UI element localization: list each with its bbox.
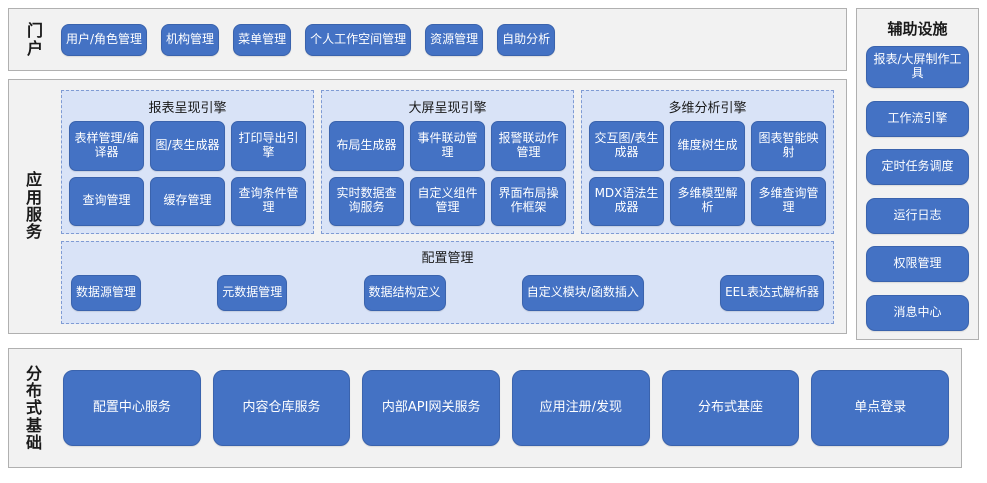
engine-item-interactive-chart-table-generator[interactable]: 交互图/表生成器 — [589, 121, 664, 171]
engine-item-alarm-linkage-action-management[interactable]: 报警联动作管理 — [491, 121, 566, 171]
engine-item-print-export-engine[interactable]: 打印导出引擎 — [231, 121, 306, 171]
distributed-foundation-section-label: 分布式基础 — [9, 363, 59, 452]
application-services-body: 报表呈现引擎 表样管理/编译器 图/表生成器 打印导出引擎 查询管理 缓存管理 … — [59, 86, 838, 326]
aux-item-runtime-log[interactable]: 运行日志 — [866, 197, 969, 234]
dist-item-single-sign-on[interactable]: 单点登录 — [811, 370, 950, 446]
auxiliary-facilities-section: 辅助设施 报表/大屏制作工具 工作流引擎 定时任务调度 运行日志 权限管理 消息… — [856, 8, 979, 340]
distributed-foundation-section: 分布式基础 配置中心服务 内容仓库服务 内部API网关服务 应用注册/发现 分布… — [8, 348, 962, 468]
engine-item-chart-smart-mapping[interactable]: 图表智能映射 — [751, 121, 826, 171]
distributed-foundation-item-list: 配置中心服务 内容仓库服务 内部API网关服务 应用注册/发现 分布式基座 单点… — [59, 370, 961, 446]
engine-panel-multidimensional-analysis-items: 交互图/表生成器 维度树生成 图表智能映射 MDX语法生成器 多维模型解析 多维… — [589, 121, 826, 226]
engine-panel-row: 报表呈现引擎 表样管理/编译器 图/表生成器 打印导出引擎 查询管理 缓存管理 … — [61, 90, 834, 234]
auxiliary-facilities-item-list: 报表/大屏制作工具 工作流引擎 定时任务调度 运行日志 权限管理 消息中心 — [866, 46, 969, 331]
portal-item-self-service-analysis[interactable]: 自助分析 — [497, 23, 556, 56]
aux-item-scheduled-task-scheduler[interactable]: 定时任务调度 — [866, 149, 969, 186]
engine-item-mdx-syntax-generator[interactable]: MDX语法生成器 — [589, 176, 664, 226]
engine-item-multidimensional-query-management[interactable]: 多维查询管理 — [751, 176, 826, 226]
config-item-datasource-management[interactable]: 数据源管理 — [71, 275, 142, 311]
config-item-custom-module-function-insertion[interactable]: 自定义模块/函数插入 — [521, 275, 644, 311]
config-item-eel-expression-parser[interactable]: EEL表达式解析器 — [720, 275, 824, 311]
dist-item-distributed-base[interactable]: 分布式基座 — [661, 370, 800, 446]
dist-item-config-center-service[interactable]: 配置中心服务 — [63, 370, 201, 446]
configuration-management-panel: 配置管理 数据源管理 元数据管理 数据结构定义 自定义模块/函数插入 EEL表达… — [61, 241, 834, 324]
engine-item-layout-generator[interactable]: 布局生成器 — [329, 121, 404, 171]
engine-item-ui-layout-operation-framework[interactable]: 界面布局操作框架 — [491, 176, 566, 226]
portal-item-menu-management[interactable]: 菜单管理 — [233, 23, 292, 56]
application-services-section: 应用服务 报表呈现引擎 表样管理/编译器 图/表生成器 打印导出引擎 查询管理 … — [8, 79, 847, 334]
portal-item-org-management[interactable]: 机构管理 — [161, 23, 220, 56]
engine-item-template-management-compiler[interactable]: 表样管理/编译器 — [69, 121, 144, 171]
portal-item-user-role-management[interactable]: 用户/角色管理 — [61, 23, 148, 56]
portal-section-label-text: 门户 — [26, 21, 43, 58]
aux-item-permission-management[interactable]: 权限管理 — [866, 246, 969, 283]
dist-item-internal-api-gateway-service[interactable]: 内部API网关服务 — [362, 370, 501, 446]
auxiliary-facilities-title: 辅助设施 — [887, 20, 948, 38]
engine-panel-multidimensional-analysis-title: 多维分析引擎 — [668, 101, 747, 116]
portal-section-label: 门户 — [9, 22, 61, 57]
distributed-foundation-section-label-text: 分布式基础 — [25, 363, 42, 452]
dist-item-content-repository-service[interactable]: 内容仓库服务 — [212, 370, 351, 446]
portal-section: 门户 用户/角色管理 机构管理 菜单管理 个人工作空间管理 资源管理 自助分析 — [8, 8, 847, 71]
configuration-management-title: 配置管理 — [421, 251, 474, 266]
config-item-metadata-management[interactable]: 元数据管理 — [217, 275, 288, 311]
engine-panel-report-rendering-title: 报表呈现引擎 — [148, 101, 227, 116]
application-services-section-label: 应用服务 — [9, 86, 59, 326]
engine-panel-large-screen-rendering-title: 大屏呈现引擎 — [408, 101, 487, 116]
portal-item-personal-workspace-management[interactable]: 个人工作空间管理 — [305, 23, 412, 56]
portal-item-list: 用户/角色管理 机构管理 菜单管理 个人工作空间管理 资源管理 自助分析 — [61, 23, 846, 56]
engine-item-custom-component-management[interactable]: 自定义组件管理 — [410, 176, 485, 226]
configuration-management-items: 数据源管理 元数据管理 数据结构定义 自定义模块/函数插入 EEL表达式解析器 — [71, 271, 824, 315]
engine-panel-report-rendering: 报表呈现引擎 表样管理/编译器 图/表生成器 打印导出引擎 查询管理 缓存管理 … — [61, 90, 314, 234]
engine-item-realtime-data-query-service[interactable]: 实时数据查询服务 — [329, 176, 404, 226]
engine-item-query-management[interactable]: 查询管理 — [69, 176, 144, 226]
engine-item-dimension-tree-generation[interactable]: 维度树生成 — [670, 121, 745, 171]
config-item-data-structure-definition[interactable]: 数据结构定义 — [363, 275, 446, 311]
aux-item-workflow-engine[interactable]: 工作流引擎 — [866, 100, 969, 137]
engine-item-chart-table-generator[interactable]: 图/表生成器 — [150, 121, 225, 171]
engine-panel-report-rendering-items: 表样管理/编译器 图/表生成器 打印导出引擎 查询管理 缓存管理 查询条件管理 — [69, 121, 306, 226]
engine-item-event-linkage-management[interactable]: 事件联动管理 — [410, 121, 485, 171]
engine-panel-large-screen-rendering: 大屏呈现引擎 布局生成器 事件联动管理 报警联动作管理 实时数据查询服务 自定义… — [321, 90, 574, 234]
application-services-section-label-text: 应用服务 — [25, 170, 42, 242]
aux-item-message-center[interactable]: 消息中心 — [866, 294, 969, 331]
engine-item-multidimensional-model-parsing[interactable]: 多维模型解析 — [670, 176, 745, 226]
aux-item-report-screen-authoring-tool[interactable]: 报表/大屏制作工具 — [866, 46, 969, 88]
portal-item-resource-management[interactable]: 资源管理 — [425, 23, 484, 56]
engine-item-query-condition-management[interactable]: 查询条件管理 — [231, 176, 306, 226]
dist-item-app-registration-discovery[interactable]: 应用注册/发现 — [512, 370, 650, 446]
engine-item-cache-management[interactable]: 缓存管理 — [150, 176, 225, 226]
engine-panel-multidimensional-analysis: 多维分析引擎 交互图/表生成器 维度树生成 图表智能映射 MDX语法生成器 多维… — [581, 90, 834, 234]
engine-panel-large-screen-rendering-items: 布局生成器 事件联动管理 报警联动作管理 实时数据查询服务 自定义组件管理 界面… — [329, 121, 566, 226]
